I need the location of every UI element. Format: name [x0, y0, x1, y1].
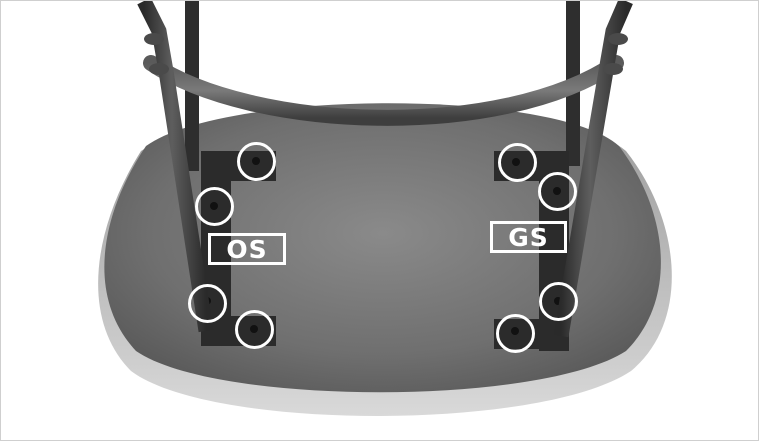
screw-hole-marker [237, 142, 276, 181]
tube-joint [603, 63, 623, 75]
screw-hole-marker [498, 143, 537, 182]
screw-hole-marker [188, 284, 227, 323]
screw-hole-marker [539, 282, 578, 321]
screw-hole-marker [496, 314, 535, 353]
tube-joint [149, 63, 169, 75]
screw-hole-marker [195, 187, 234, 226]
tube-joint [144, 33, 164, 45]
backrest-arc [143, 55, 624, 126]
screw-hole-marker [538, 172, 577, 211]
tube-joint [608, 33, 628, 45]
label-gs: GS [490, 221, 567, 253]
label-os: OS [208, 233, 286, 265]
screw-hole-marker [235, 310, 274, 349]
front-leg-right [553, 1, 633, 338]
front-leg-left [137, 1, 214, 333]
